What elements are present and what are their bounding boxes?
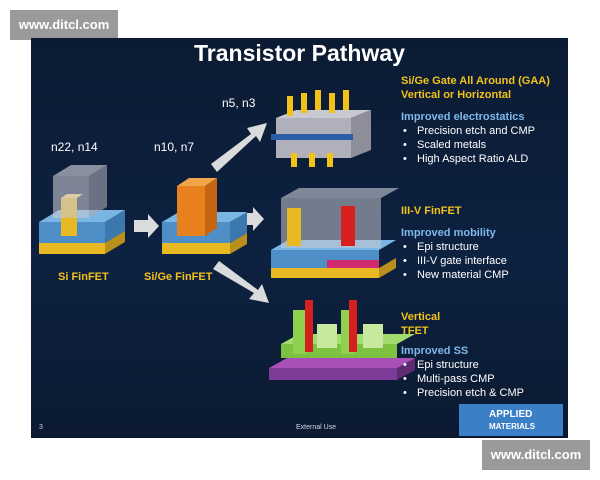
watermark-bottom: www.ditcl.com (482, 440, 590, 470)
panel-gaa-title-1: Si/Ge Gate All Around (GAA) (401, 75, 550, 87)
arrow-up (211, 123, 267, 172)
device-label-sige-finfet: Si/Ge FinFET (144, 271, 213, 283)
panel-tfet-title-1: Vertical (401, 311, 441, 323)
slide-title: Transistor Pathway (194, 40, 405, 66)
gaa-diagram (271, 90, 371, 167)
node-label-n5: n5, n3 (222, 96, 256, 110)
sige-finfet-diagram (162, 178, 247, 254)
node-label-n22: n22, n14 (51, 140, 98, 154)
slide: Transistor Pathway n22, n14 n10, n7 n5, … (31, 38, 568, 438)
panel-iiiv-subtitle: Improved mobility (401, 227, 496, 239)
device-label-si-finfet: Si FinFET (58, 271, 109, 283)
bullet: III-V gate interface (401, 254, 509, 268)
panel-tfet-title-2: TFET (401, 325, 429, 337)
panel-tfet-bullets: Epi structure Multi-pass CMP Precision e… (401, 358, 524, 400)
panel-gaa-subtitle: Improved electrostatics (401, 111, 525, 123)
applied-materials-logo: APPLIED MATERIALS (459, 404, 563, 436)
transistor-diagram (39, 90, 415, 380)
panel-tfet-subtitle: Improved SS (401, 345, 469, 357)
panel-gaa-title-2: Vertical or Horizontal (401, 89, 512, 101)
external-use-label: External Use (296, 424, 337, 431)
bullet: Precision etch and CMP (401, 124, 535, 138)
bullet: New material CMP (401, 268, 509, 282)
bullet: Multi-pass CMP (401, 372, 524, 386)
logo-line-2: MATERIALS (489, 422, 536, 431)
logo-line-1: APPLIED (489, 409, 533, 420)
si-finfet-diagram (39, 165, 125, 254)
panel-iiiv-title: III-V FinFET (401, 205, 462, 217)
bullet: Scaled metals (401, 138, 535, 152)
iiiv-finfet-diagram (271, 188, 399, 278)
logo-text: APPLIED MATERIALS (489, 410, 561, 432)
slide-page-number: 3 (39, 424, 43, 431)
panel-iiiv-bullets: Epi structure III-V gate interface New m… (401, 240, 509, 282)
tfet-diagram (269, 300, 415, 380)
bullet: High Aspect Ratio ALD (401, 152, 535, 166)
arrow-right-1 (134, 214, 159, 238)
bullet: Epi structure (401, 358, 524, 372)
bullet: Epi structure (401, 240, 509, 254)
node-label-n10: n10, n7 (154, 140, 195, 154)
watermark-top: www.ditcl.com (10, 10, 118, 40)
arrow-down (213, 261, 269, 303)
panel-gaa-bullets: Precision etch and CMP Scaled metals Hig… (401, 124, 535, 166)
bullet: Precision etch & CMP (401, 386, 524, 400)
